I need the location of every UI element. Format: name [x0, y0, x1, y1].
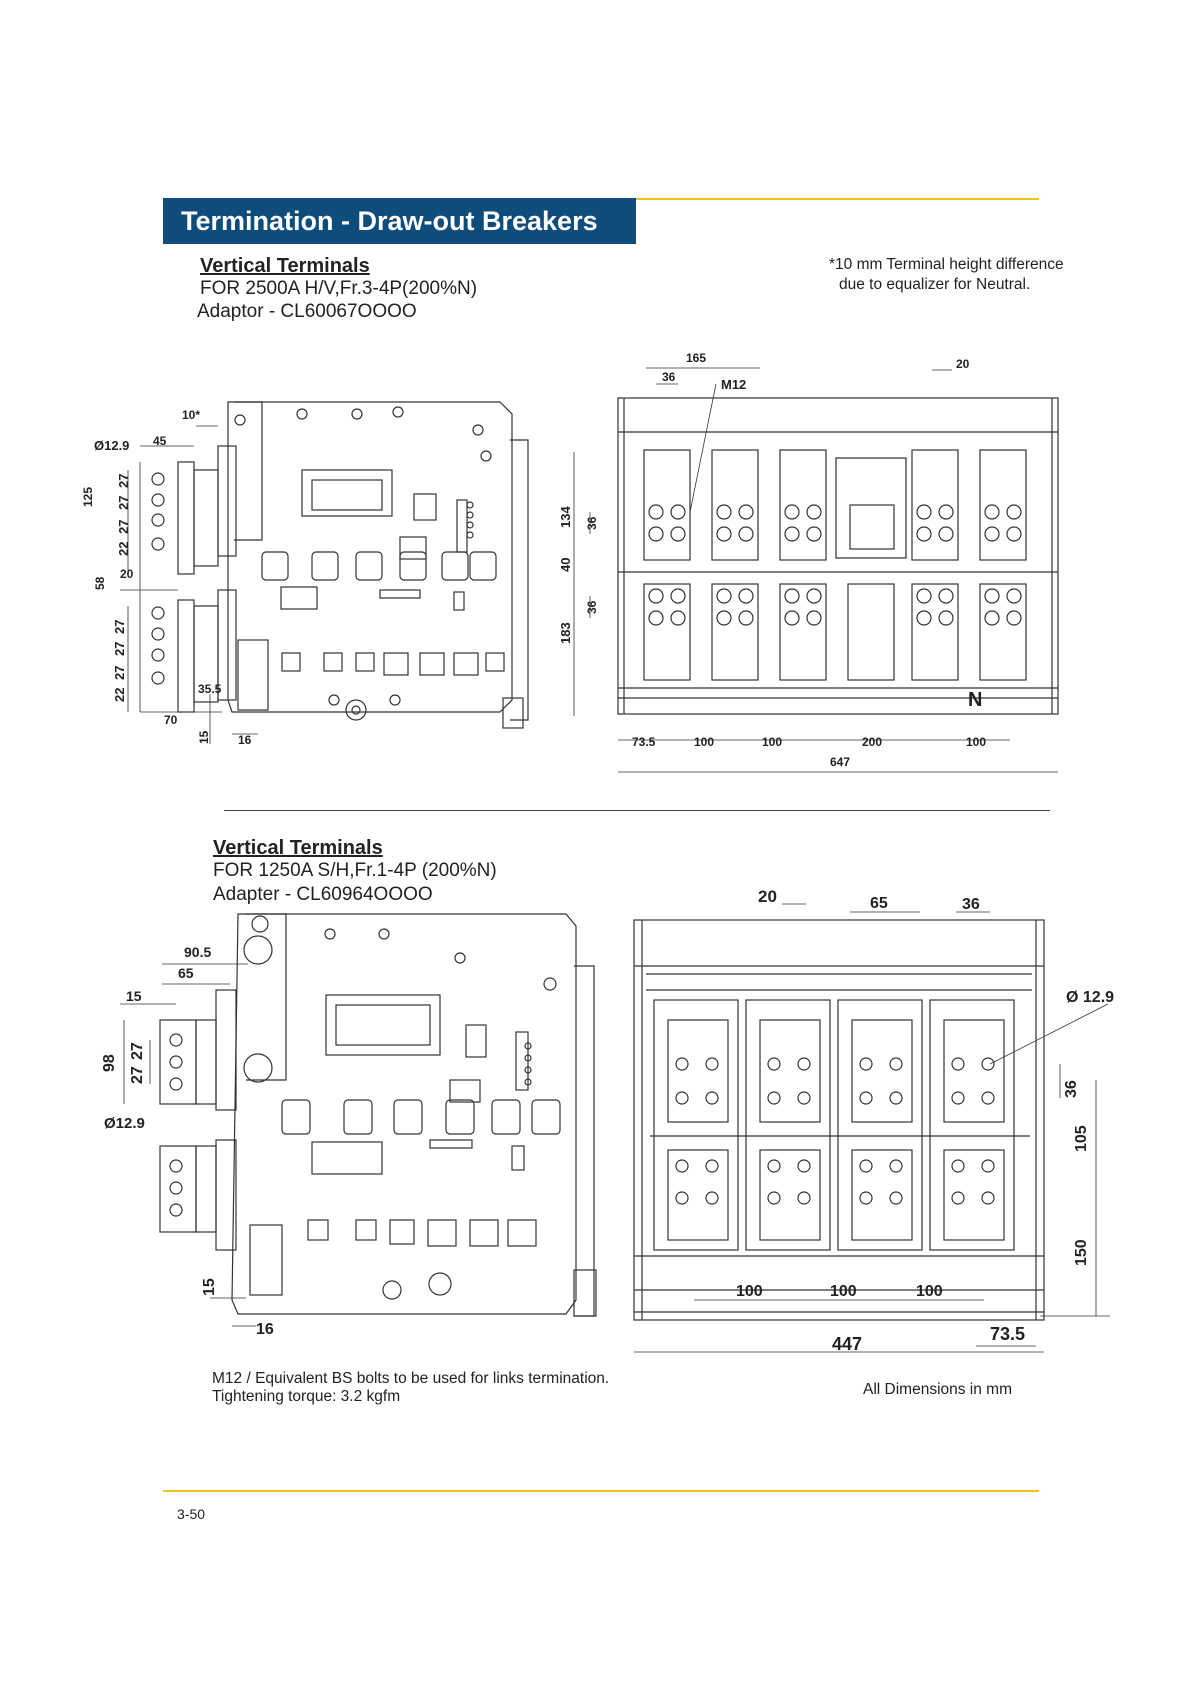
svg-text:65: 65 — [178, 965, 194, 981]
svg-text:27: 27 — [129, 1042, 146, 1060]
svg-text:N: N — [968, 689, 982, 711]
svg-text:100: 100 — [830, 1283, 857, 1300]
svg-text:27: 27 — [112, 666, 127, 680]
svg-text:35.5: 35.5 — [198, 682, 222, 696]
section1-note-line2: due to equalizer for Neutral. — [839, 276, 1031, 293]
svg-text:125: 125 — [81, 487, 95, 507]
svg-text:165: 165 — [686, 351, 706, 365]
svg-text:200: 200 — [862, 735, 882, 749]
svg-text:70: 70 — [164, 713, 178, 727]
svg-text:647: 647 — [830, 755, 850, 769]
svg-text:M12: M12 — [721, 377, 746, 392]
page-title: Termination - Draw-out Breakers — [163, 198, 636, 244]
svg-text:22: 22 — [112, 688, 127, 702]
svg-text:58: 58 — [93, 576, 107, 590]
svg-text:134: 134 — [558, 506, 573, 528]
svg-text:27: 27 — [112, 620, 127, 634]
section1-note-line1: *10 mm Terminal height difference — [829, 256, 1064, 273]
svg-text:20: 20 — [956, 357, 970, 371]
svg-text:183: 183 — [558, 622, 573, 644]
svg-text:20: 20 — [120, 567, 134, 581]
svg-text:10*: 10* — [182, 408, 200, 422]
svg-text:16: 16 — [238, 733, 252, 747]
footer-accent-line — [163, 1490, 1039, 1492]
section1-heading: Vertical Terminals — [200, 255, 370, 277]
svg-text:100: 100 — [694, 735, 714, 749]
svg-text:15: 15 — [126, 988, 142, 1004]
section2-heading: Vertical Terminals — [213, 837, 383, 859]
section1-adaptor: Adaptor - CL60067OOOO — [197, 301, 417, 322]
svg-text:90.5: 90.5 — [184, 944, 211, 960]
svg-text:98: 98 — [101, 1054, 118, 1072]
svg-text:36: 36 — [962, 896, 980, 913]
svg-text:27: 27 — [129, 1066, 146, 1084]
svg-text:Ø12.9: Ø12.9 — [104, 1115, 145, 1132]
svg-text:40: 40 — [558, 558, 573, 572]
svg-text:16: 16 — [256, 1321, 274, 1338]
svg-text:447: 447 — [832, 1334, 862, 1354]
svg-text:100: 100 — [762, 735, 782, 749]
svg-text:36: 36 — [585, 516, 599, 530]
svg-text:100: 100 — [916, 1283, 943, 1300]
svg-text:45: 45 — [153, 434, 167, 448]
svg-text:65: 65 — [870, 895, 888, 912]
svg-text:36: 36 — [585, 600, 599, 614]
svg-text:150: 150 — [1073, 1239, 1090, 1266]
section2-rating: FOR 1250A S/H,Fr.1-4P (200%N) — [213, 860, 497, 881]
svg-text:73.5: 73.5 — [990, 1324, 1025, 1344]
svg-text:20: 20 — [758, 887, 777, 906]
svg-text:27: 27 — [112, 642, 127, 656]
svg-text:100: 100 — [736, 1283, 763, 1300]
svg-text:Ø 12.9: Ø 12.9 — [1066, 989, 1114, 1006]
section2-adapter: Adapter - CL60964OOOO — [213, 884, 433, 905]
dimensions-note: All Dimensions in mm — [863, 1381, 1013, 1398]
section-divider — [224, 810, 1050, 811]
svg-text:73.5: 73.5 — [632, 735, 656, 749]
svg-text:Ø12.9: Ø12.9 — [94, 438, 129, 453]
section2-footnote-line2: Tightening torque: 3.2 kgfm — [212, 1388, 401, 1405]
svg-text:15: 15 — [197, 730, 211, 744]
svg-text:100: 100 — [966, 735, 986, 749]
page-number: 3-50 — [177, 1506, 206, 1522]
svg-text:36: 36 — [1063, 1080, 1080, 1098]
svg-text:36: 36 — [662, 370, 676, 384]
svg-text:27: 27 — [116, 496, 131, 510]
section1-rating: FOR 2500A H/V,Fr.3-4P(200%N) — [200, 278, 478, 299]
svg-text:22: 22 — [116, 542, 131, 556]
section2-footnote-line1: M12 / Equivalent BS bolts to be used for… — [212, 1370, 610, 1387]
svg-text:27: 27 — [116, 474, 131, 488]
svg-text:27: 27 — [116, 520, 131, 534]
svg-text:15: 15 — [201, 1278, 218, 1296]
svg-text:105: 105 — [1073, 1125, 1090, 1152]
